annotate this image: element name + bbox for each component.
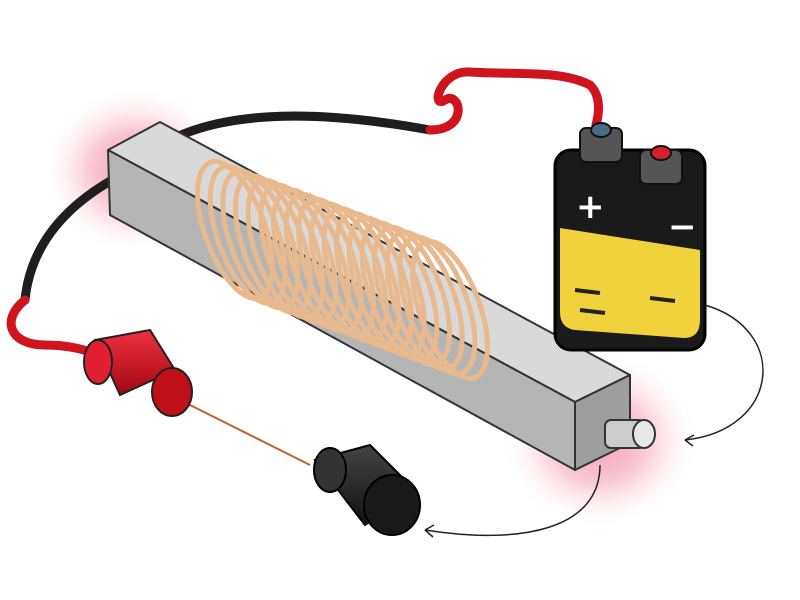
core-tip	[604, 419, 656, 449]
plus-label: +	[576, 187, 605, 227]
red-connector	[83, 328, 193, 417]
copper-coil	[195, 159, 490, 381]
arrowhead-icon	[424, 524, 435, 538]
positive-terminal	[579, 122, 623, 163]
curved-arrow-cap	[424, 464, 601, 537]
coil-loop	[397, 234, 478, 377]
black-wire-top	[165, 111, 435, 145]
arrowhead-icon	[684, 434, 695, 447]
battery: + −	[553, 122, 707, 352]
minus-label: −	[668, 207, 697, 247]
red-wire-top	[425, 67, 603, 135]
black-wire-left	[20, 175, 117, 305]
red-wire-left	[6, 295, 105, 360]
thin-lead	[179, 399, 311, 466]
curved-arrow-battery	[684, 304, 764, 441]
black-cap	[313, 443, 421, 536]
negative-terminal	[639, 145, 683, 185]
coil-loop	[410, 239, 490, 381]
